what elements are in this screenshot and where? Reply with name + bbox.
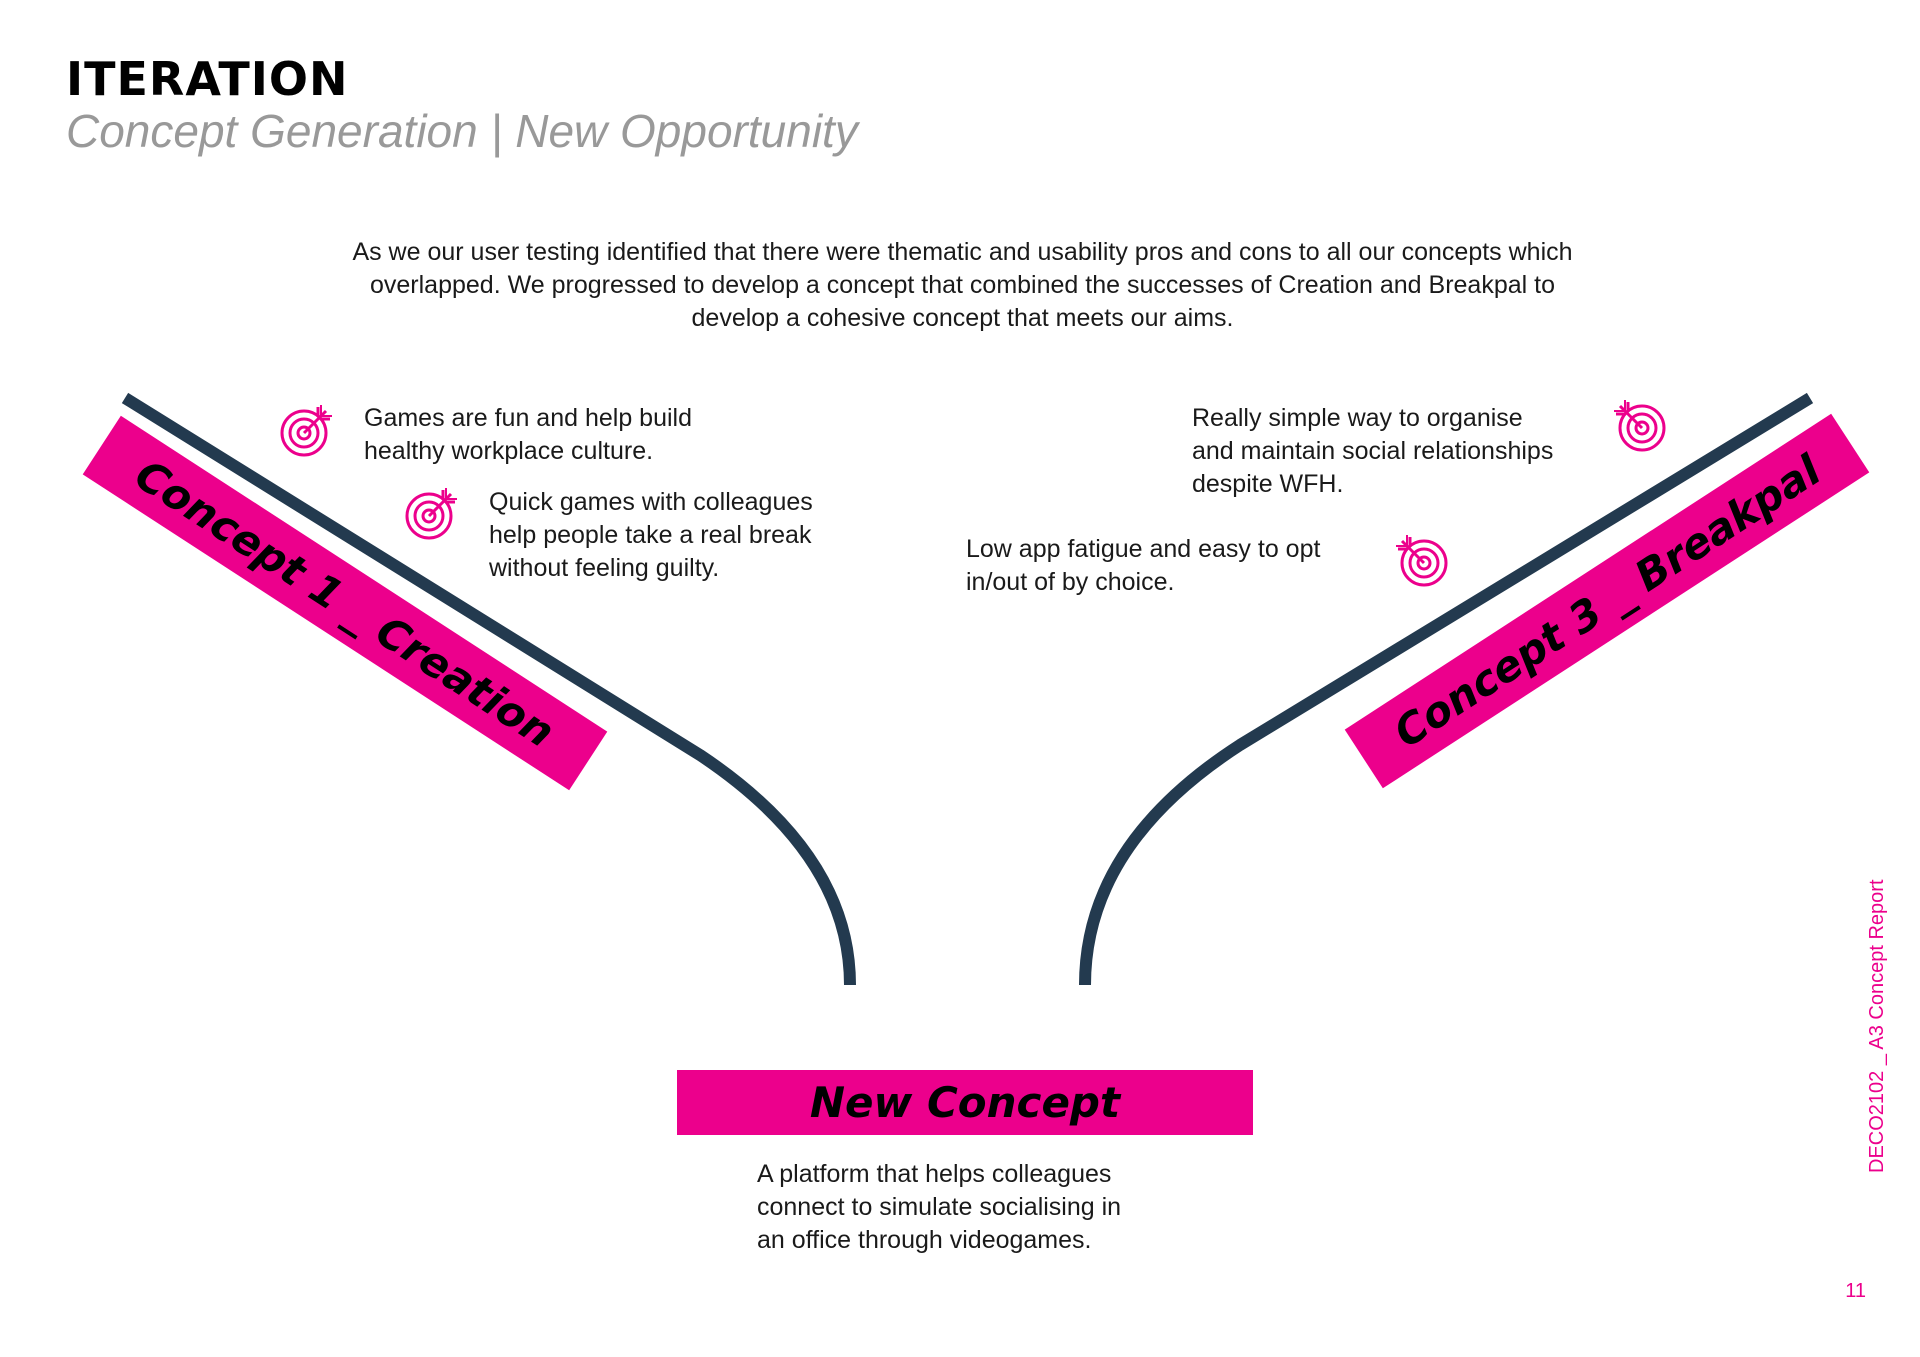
page-number: 11	[1845, 1280, 1866, 1302]
breakpal-note-1: Really simple way to organise and mainta…	[1192, 404, 1554, 498]
right-flow-line	[1079, 392, 1814, 986]
target-arrow-icon	[405, 488, 457, 540]
creation-note-1: Games are fun and help build healthy wor…	[364, 404, 692, 465]
page-subtitle: Concept Generation | New Opportunity	[66, 105, 858, 157]
target-arrow-icon	[1614, 400, 1666, 452]
target-arrow-icon	[280, 405, 332, 457]
left-flow-line	[121, 392, 856, 986]
new-concept-label: New Concept	[809, 1078, 1121, 1127]
creation-note-2: Quick games with colleagues help people …	[489, 488, 813, 582]
new-concept-banner: New Concept	[677, 1070, 1253, 1135]
intro-paragraph: As we our user testing identified that t…	[352, 238, 1573, 332]
breakpal-note-2: Low app fatigue and easy to opt in/out o…	[966, 535, 1321, 596]
report-side-label: DECO2102 _ A3 Concept Report	[1866, 879, 1888, 1173]
new-concept-description: A platform that helps colleagues connect…	[757, 1160, 1122, 1254]
page-title: ITERATION	[66, 52, 349, 106]
target-arrow-icon	[1396, 535, 1448, 587]
